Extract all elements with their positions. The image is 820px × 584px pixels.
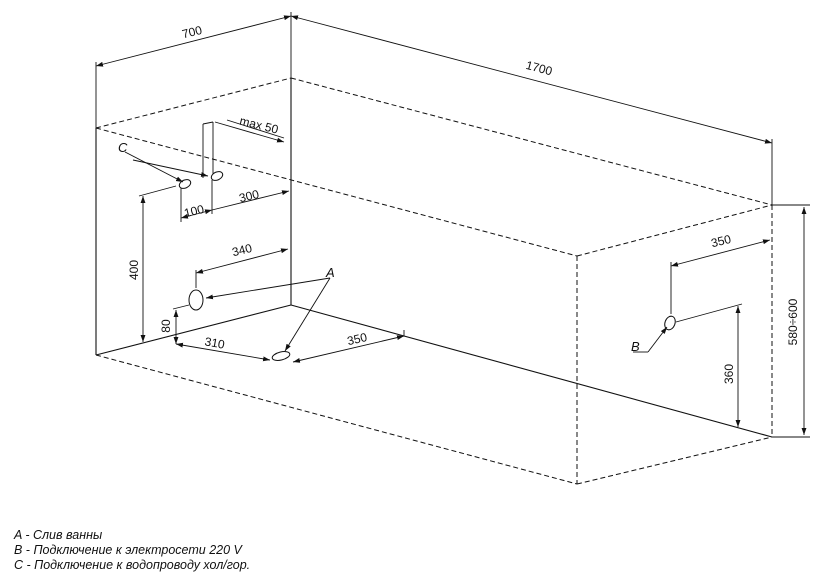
dimension-total-height: 580÷600 xyxy=(772,204,810,438)
dimension-c-300-label: 300 xyxy=(238,187,261,206)
dimension-b-350-label: 350 xyxy=(710,232,733,251)
drain-outlet-floor xyxy=(271,351,291,361)
label-a: A xyxy=(325,265,335,280)
dimension-a-80-label: 80 xyxy=(159,319,173,333)
legend-item-a: A - Слив ванны xyxy=(14,528,103,542)
dimension-width: 700 xyxy=(95,12,292,128)
dimension-c-100-label: 100 xyxy=(183,202,206,221)
dimension-length: 1700 xyxy=(290,15,773,205)
dimension-length-label: 1700 xyxy=(524,58,554,78)
dimension-width-label: 700 xyxy=(181,23,204,42)
electrical-connection-b: 350 360 B xyxy=(631,232,771,427)
dimension-c-max-label: max 50 xyxy=(238,114,280,137)
water-outlet-cold xyxy=(178,179,192,189)
dimension-a-340-label: 340 xyxy=(231,241,254,260)
dimension-total-height-label: 580÷600 xyxy=(786,298,800,345)
dimension-b-360-label: 360 xyxy=(722,364,736,384)
label-b: B xyxy=(631,339,640,354)
water-supply-connection-c: max 50 C 100 300 400 xyxy=(118,114,290,342)
dimension-a-350-label: 350 xyxy=(346,330,369,348)
label-c: C xyxy=(118,140,128,155)
dimension-c-400-label: 400 xyxy=(127,260,141,280)
dimension-a-310-label: 310 xyxy=(204,334,226,351)
water-outlet-hot xyxy=(210,171,224,181)
legend-item-c: C - Подключение к водопроводу хол/гор. xyxy=(14,558,251,572)
drain-connection-a: 340 80 310 350 A xyxy=(159,241,405,363)
legend-item-b: B - Подключение к электросети 220 V xyxy=(14,543,242,557)
electrical-outlet xyxy=(664,315,676,331)
drain-outlet-wall xyxy=(188,289,204,311)
legend: A - Слив ванны B - Подключение к электро… xyxy=(14,528,250,573)
